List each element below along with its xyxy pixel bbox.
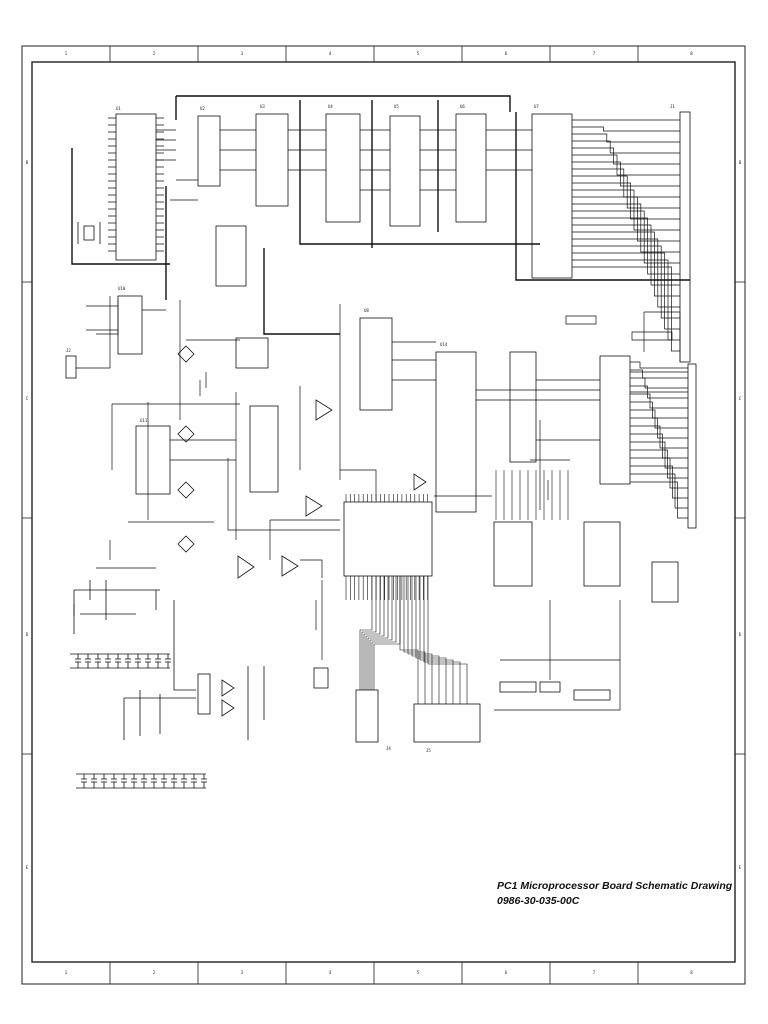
- opamps: [221, 399, 427, 717]
- column-zone-label: 1: [65, 51, 68, 56]
- row-zone-label: E: [26, 865, 29, 870]
- crystal-y1: [77, 222, 101, 244]
- ic-u12: [249, 405, 279, 493]
- column-zone-label: 6: [505, 51, 508, 56]
- ic-u20: [493, 521, 533, 587]
- ic-u14-pia: [435, 351, 477, 513]
- ref-label: U2: [200, 106, 205, 111]
- ic-u3-eeprom: [255, 113, 289, 207]
- ic-u16-pins: [345, 494, 429, 600]
- ref-label: U11: [140, 418, 148, 423]
- row-zone-label: B: [739, 160, 742, 165]
- ref-label: U14: [440, 342, 448, 347]
- ic-u16-large: [343, 501, 433, 577]
- ref-label: U5: [394, 104, 399, 109]
- ic-u11-adc: [135, 425, 171, 495]
- ref-label: J2: [66, 348, 71, 353]
- drawing-frame: [21, 45, 746, 985]
- column-zone-label: 7: [593, 970, 596, 975]
- column-zone-label: 2: [153, 51, 156, 56]
- connector-j1: [679, 111, 697, 529]
- decoupling-capacitors-row1: [70, 653, 171, 669]
- ic-u19: [599, 355, 631, 485]
- circuit: [65, 95, 697, 789]
- ic-u21: [583, 521, 621, 587]
- column-zone-label: 2: [153, 970, 156, 975]
- row-zone-label: E: [739, 865, 742, 870]
- interconnect-wiring: [76, 129, 688, 711]
- connector-j3: [313, 667, 329, 689]
- ref-label: J5: [426, 748, 431, 753]
- drawing-title: PC1 Microprocessor Board Schematic Drawi…: [497, 880, 733, 892]
- ref-label: U10: [118, 286, 126, 291]
- column-zone-label: 7: [593, 51, 596, 56]
- row-zone-label: B: [26, 160, 29, 165]
- ic-u8-ram: [359, 317, 393, 411]
- ref-label: U1: [116, 106, 121, 111]
- ic-u10-max232: [117, 295, 143, 355]
- column-zone-label: 5: [417, 970, 420, 975]
- ic-u13: [235, 337, 269, 369]
- connector-j8: [573, 689, 611, 701]
- diode-bridges: [177, 345, 195, 553]
- bottom-cable-bus: [359, 470, 569, 704]
- ic-u2-latch: [197, 115, 221, 187]
- column-zone-label: 4: [329, 51, 332, 56]
- power-supply: [73, 567, 265, 740]
- connector-j6: [499, 681, 537, 693]
- ref-label: U8: [364, 308, 369, 313]
- ref-label: U4: [328, 104, 333, 109]
- column-zone-label: 4: [329, 970, 332, 975]
- ic-decoder: [215, 225, 247, 287]
- ic-u4-eprom: [325, 113, 361, 223]
- ic-u18: [509, 351, 537, 463]
- ref-label: J1: [670, 104, 675, 109]
- row-zone-label: D: [739, 632, 742, 637]
- ic-u7-pia: [531, 113, 573, 279]
- column-zone-label: 1: [65, 970, 68, 975]
- ic-u1-cpu: [108, 113, 164, 261]
- column-zone-label: 8: [690, 51, 693, 56]
- reference-labels: U1 U2 U3 U4 U5 U6 U7 U8 U14 U11 U10 J1 J…: [66, 104, 675, 753]
- ref-label: U7: [534, 104, 539, 109]
- row-zone-label: C: [26, 396, 29, 401]
- column-zone-label: 8: [690, 970, 693, 975]
- connector-j5: [413, 703, 481, 743]
- bus-fanout: [572, 119, 688, 519]
- column-zone-label: 6: [505, 970, 508, 975]
- column-zone-label: 3: [241, 51, 244, 56]
- row-zone-label: C: [739, 396, 742, 401]
- column-zone-label: 5: [417, 51, 420, 56]
- connector-j4: [355, 689, 379, 743]
- column-zone-label: 3: [241, 970, 244, 975]
- ref-label: U3: [260, 104, 265, 109]
- drawing-number: 0986-30-035-00C: [497, 895, 580, 907]
- regulator: [197, 673, 211, 715]
- row-zone-label: D: [26, 632, 29, 637]
- connector-j2: [65, 355, 77, 379]
- ic-u5-ram: [389, 115, 421, 227]
- connector-j7: [539, 681, 561, 693]
- ref-label: J4: [386, 746, 391, 751]
- ref-label: U6: [460, 104, 465, 109]
- address-bus: [71, 95, 690, 335]
- ic-u22: [651, 561, 679, 603]
- decoupling-capacitors-row2: [76, 773, 207, 789]
- ic-u6-ram: [455, 113, 487, 223]
